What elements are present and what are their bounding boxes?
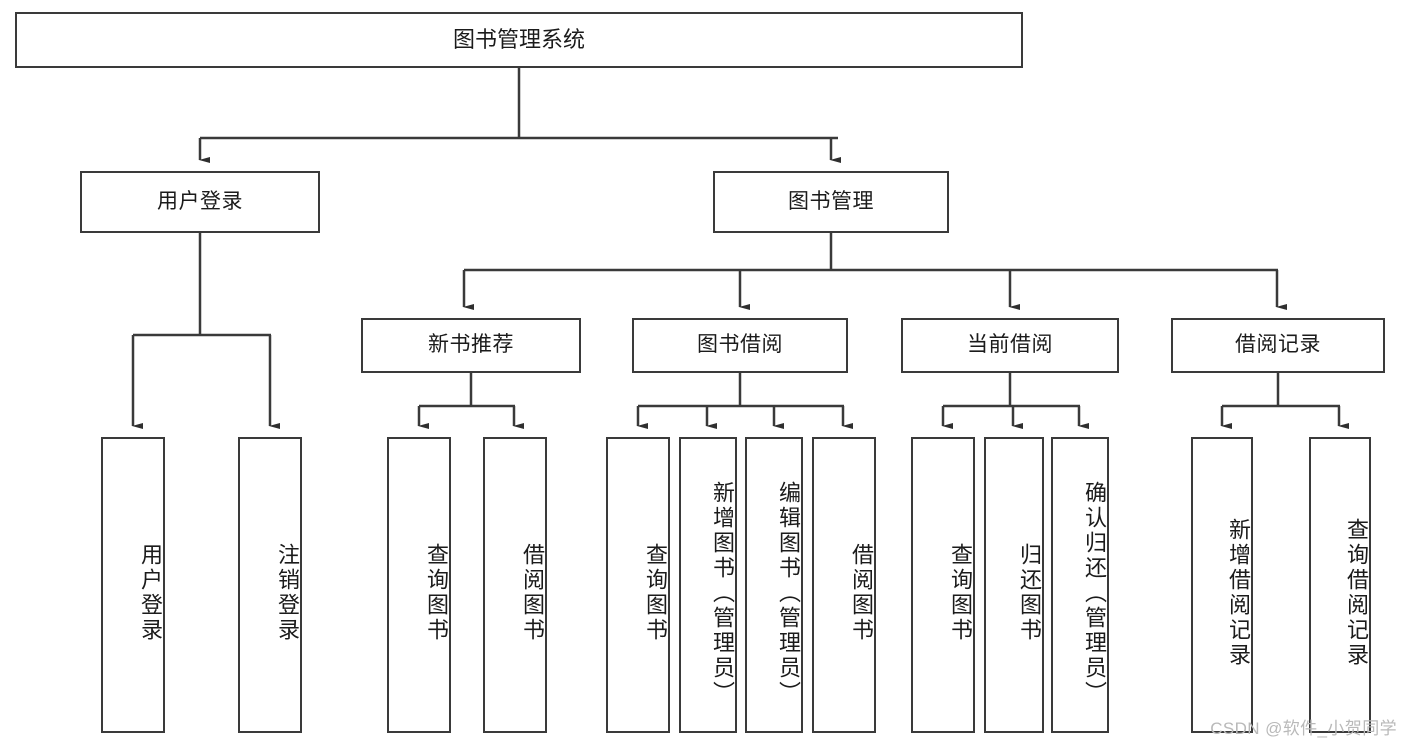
node-current-borrow[interactable]: 当前借阅	[901, 318, 1119, 373]
node-book-borrow[interactable]: 图书借阅	[632, 318, 848, 373]
leaf-confirm-return-admin[interactable]: 确认归还（管理员）	[1051, 437, 1109, 733]
node-borrow-record[interactable]: 借阅记录	[1171, 318, 1385, 373]
node-book-manage[interactable]: 图书管理	[713, 171, 949, 233]
leaf-query-book-recommend[interactable]: 查询图书	[387, 437, 451, 733]
leaf-query-book-current[interactable]: 查询图书	[911, 437, 975, 733]
node-new-book-recommend[interactable]: 新书推荐	[361, 318, 581, 373]
leaf-borrow-book-recommend[interactable]: 借阅图书	[483, 437, 547, 733]
leaf-user-login[interactable]: 用户登录	[101, 437, 165, 733]
leaf-logout-login[interactable]: 注销登录	[238, 437, 302, 733]
leaf-add-borrow-record[interactable]: 新增借阅记录	[1191, 437, 1253, 733]
node-root-system[interactable]: 图书管理系统	[15, 12, 1023, 68]
leaf-query-borrow-record[interactable]: 查询借阅记录	[1309, 437, 1371, 733]
leaf-return-book[interactable]: 归还图书	[984, 437, 1044, 733]
leaf-query-book-borrow[interactable]: 查询图书	[606, 437, 670, 733]
leaf-borrow-book[interactable]: 借阅图书	[812, 437, 876, 733]
csdn-watermark: CSDN @软件_小贺同学	[1210, 719, 1397, 738]
leaf-add-book-admin[interactable]: 新增图书（管理员）	[679, 437, 737, 733]
leaf-edit-book-admin[interactable]: 编辑图书（管理员）	[745, 437, 803, 733]
node-user-login[interactable]: 用户登录	[80, 171, 320, 233]
